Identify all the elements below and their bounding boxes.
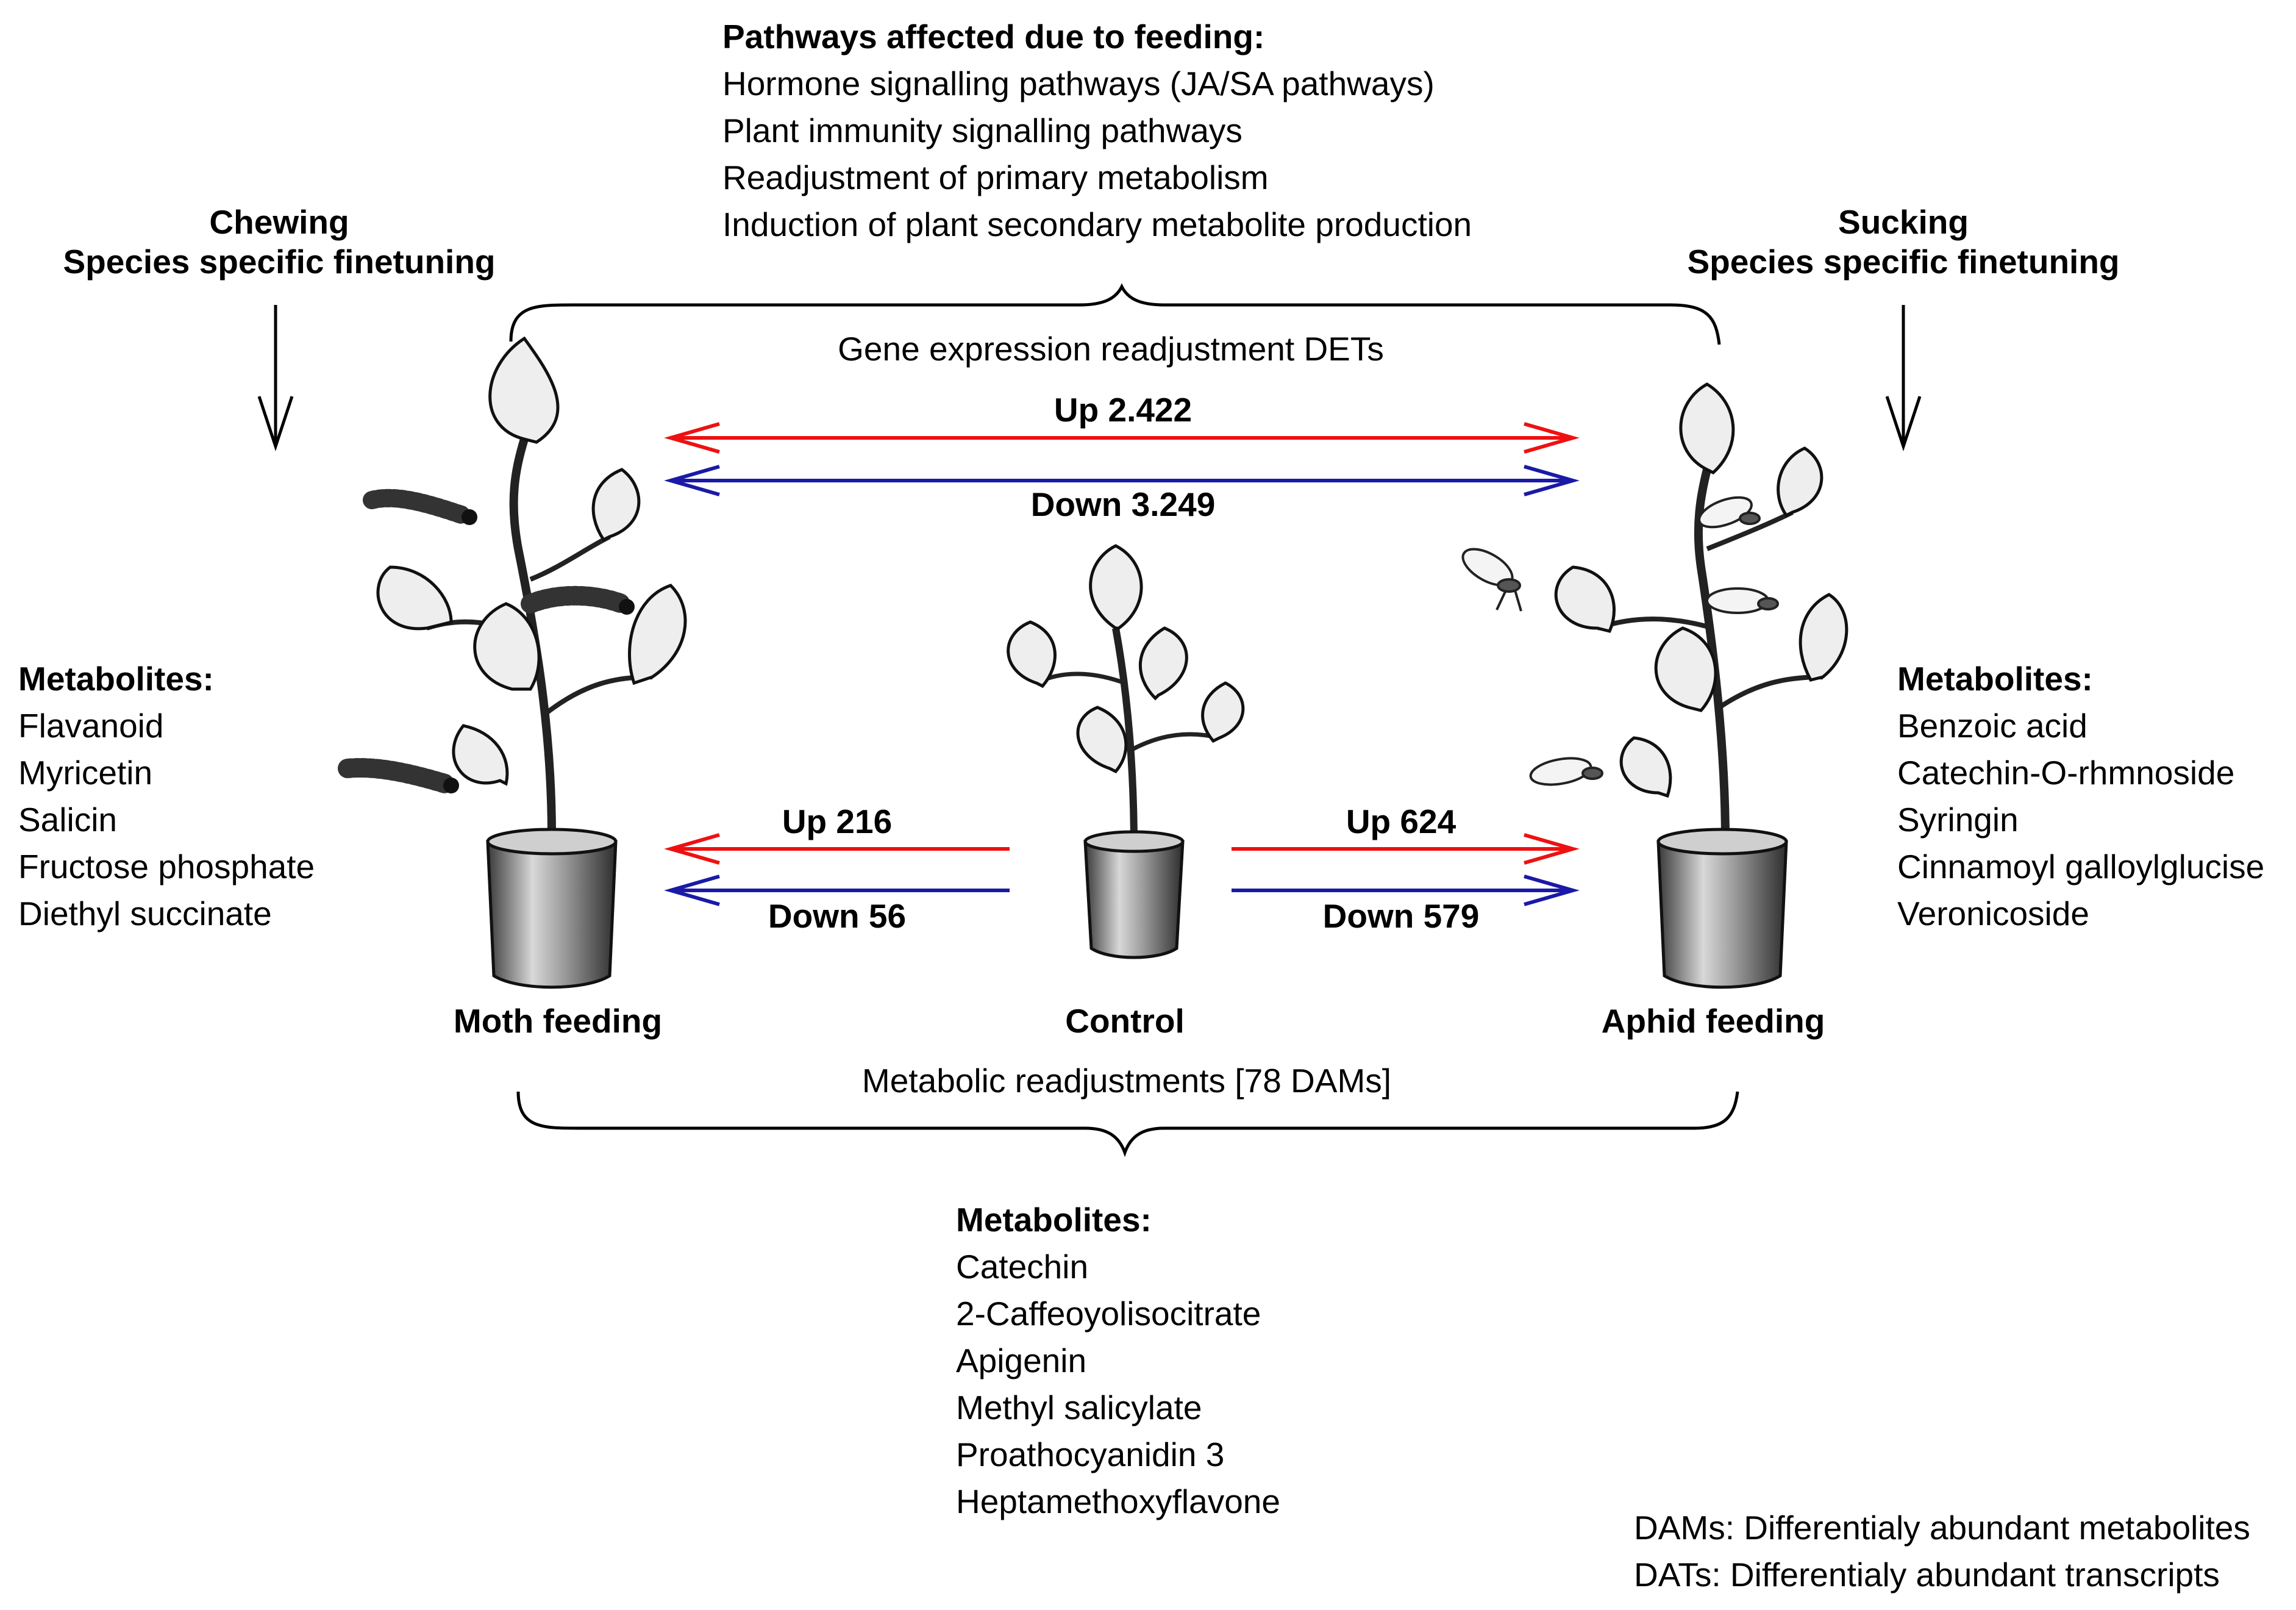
control-aphid-up-label: Up 624	[1346, 803, 1456, 840]
sucking-label: Sucking	[1838, 203, 1969, 241]
metabolite-item: Cinnamoyl galloylglucise	[1897, 848, 2265, 886]
metabolite-item: Benzoic acid	[1897, 707, 2087, 745]
aphid-leaf	[1777, 446, 1824, 518]
control-moth-down-arrow	[664, 875, 1010, 906]
moth-leaf	[452, 724, 509, 786]
top-brace	[509, 283, 1721, 345]
caterpillar	[363, 488, 477, 525]
abbreviation-legend: DAMs: Differentialy abundant metabolites…	[1634, 1504, 2250, 1598]
bottom-brace	[516, 1091, 1739, 1157]
aphid-metabolites: Metabolites: Benzoic acid Catechin-O-rhm…	[1897, 656, 2264, 937]
metabolite-item: Veronicoside	[1897, 895, 2089, 932]
control-leaf	[1201, 681, 1245, 743]
aphid-feeding-label: Aphid feeding	[1601, 1002, 1825, 1040]
pathways-heading: Pathways affected due to feeding:	[722, 18, 1265, 55]
metabolite-item: Methyl salicylate	[956, 1389, 1202, 1426]
sucking-arrow	[1885, 305, 1922, 451]
aphid	[1698, 496, 1761, 529]
moth-leaf	[473, 602, 541, 691]
chewing-sublabel: Species specific finetuning	[63, 243, 496, 281]
control-leaf	[1007, 620, 1057, 689]
metabolite-item: Diethyl succinate	[18, 895, 272, 932]
control-aphid-down-label: Down 579	[1322, 897, 1480, 935]
metabolite-item: Fructose phosphate	[18, 848, 315, 886]
aphid-leaf	[1799, 593, 1849, 682]
aphid	[1529, 757, 1603, 786]
aphid	[1706, 587, 1779, 614]
control-plant	[1007, 544, 1245, 959]
control-aphid-up-arrow	[1232, 833, 1580, 865]
moth-feeding-label: Moth feeding	[453, 1002, 663, 1040]
moth-aphid-up-arrow	[664, 422, 1580, 454]
legend-item-dams: DAMs: Differentialy abundant metabolites	[1634, 1509, 2250, 1547]
chewing-arrow	[257, 305, 294, 451]
shared-metabolites-heading: Metabolites:	[956, 1201, 1152, 1239]
aphid-metabolites-heading: Metabolites:	[1897, 660, 2093, 698]
metabolite-item: Apigenin	[956, 1342, 1087, 1379]
control-leaf	[1076, 706, 1128, 774]
moth-leaf	[628, 584, 687, 685]
pathways-block: Pathways affected due to feeding: Hormon…	[722, 13, 1472, 248]
aphid-leaf	[1619, 736, 1672, 798]
aphid-leaf	[1554, 565, 1616, 633]
pathway-item: Hormone signalling pathways (JA/SA pathw…	[722, 65, 1435, 102]
metabolite-item: Heptamethoxyflavone	[956, 1483, 1280, 1520]
aphid-leaf	[1679, 382, 1735, 474]
aphid-feeding-plant	[1461, 382, 1849, 989]
control-leaf	[1138, 626, 1188, 701]
metabolite-item: Catechin	[956, 1248, 1089, 1286]
moth-leaf	[376, 565, 453, 631]
control-label: Control	[1065, 1002, 1185, 1040]
metabolite-item: Salicin	[18, 801, 118, 839]
sucking-sublabel: Species specific finetuning	[1687, 243, 2120, 281]
moth-aphid-up-label: Up 2.422	[1054, 391, 1193, 429]
aphid-leaf	[1654, 626, 1717, 712]
control-moth-down-label: Down 56	[768, 897, 907, 935]
aphid-pot	[1656, 840, 1788, 989]
metabolic-label: Metabolic readjustments [78 DAMs]	[861, 1062, 1392, 1100]
control-pot	[1083, 840, 1185, 959]
pathway-item: Readjustment of primary metabolism	[722, 159, 1269, 196]
caterpillar	[521, 585, 635, 615]
metabolite-item: Flavanoid	[18, 707, 164, 745]
aphid	[1461, 548, 1522, 612]
moth-pot	[486, 840, 618, 989]
control-moth-up-label: Up 216	[782, 803, 893, 840]
moth-aphid-down-arrow	[664, 465, 1580, 496]
moth-metabolites: Metabolites: Flavanoid Myricetin Salicin…	[18, 656, 315, 937]
control-moth-up-arrow	[664, 833, 1010, 865]
moth-leaf	[591, 468, 641, 542]
metabolite-item: Catechin-O-rhmnoside	[1897, 754, 2235, 792]
control-leaf	[1089, 544, 1143, 630]
control-aphid-down-arrow	[1232, 875, 1580, 906]
moth-feeding-plant	[338, 336, 687, 989]
gene-expression-label: Gene expression readjustment DETs	[838, 330, 1384, 368]
metabolite-item: Myricetin	[18, 754, 153, 792]
shared-metabolites: Metabolites: Catechin 2-Caffeoyolisocitr…	[956, 1197, 1280, 1525]
pathway-item: Induction of plant secondary metabolite …	[722, 206, 1472, 243]
legend-item-dats: DATs: Differentialy abundant transcripts	[1634, 1556, 2220, 1594]
pathway-item: Plant immunity signalling pathways	[722, 112, 1242, 149]
metabolite-item: Syringin	[1897, 801, 2019, 839]
moth-leaf	[488, 336, 560, 444]
moth-metabolites-heading: Metabolites:	[18, 660, 214, 698]
moth-aphid-down-label: Down 3.249	[1030, 485, 1216, 523]
caterpillar	[338, 758, 459, 793]
metabolite-item: Proathocyanidin 3	[956, 1436, 1225, 1473]
metabolite-item: 2-Caffeoyolisocitrate	[956, 1295, 1261, 1333]
chewing-label: Chewing	[209, 203, 349, 241]
